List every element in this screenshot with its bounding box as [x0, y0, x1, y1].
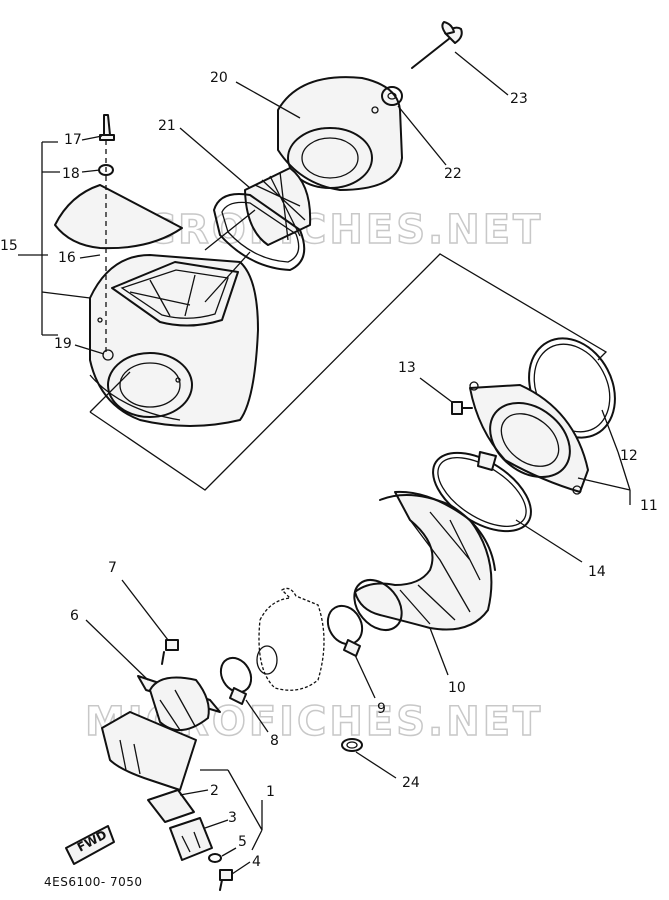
callout-1: 1	[266, 784, 275, 800]
group-outline	[89, 253, 608, 491]
callout-3: 3	[228, 810, 237, 826]
callout-16: 16	[58, 250, 76, 266]
callout-24: 24	[402, 775, 420, 791]
part-17-screw	[99, 114, 115, 141]
part-10-intake-boot	[353, 490, 496, 676]
diagram-code: 4ES6100- 7050	[44, 875, 143, 889]
bracket-15	[18, 141, 60, 336]
callout-20: 20	[210, 70, 228, 86]
callout-12: 12	[620, 448, 638, 464]
part-23-bolt	[411, 21, 509, 96]
callout-14: 14	[588, 564, 606, 580]
part-5-washer	[208, 847, 237, 863]
part-24-clip	[341, 738, 397, 779]
bracket-11	[577, 451, 631, 505]
part-20-filter-cover	[235, 76, 403, 191]
carburetor-outline	[256, 587, 325, 691]
callout-6: 6	[70, 608, 79, 624]
part-6-reed-valve	[85, 619, 221, 731]
part-15-air-box	[89, 254, 259, 427]
part-9-hose-clamp	[326, 604, 376, 699]
callout-15: 15	[0, 238, 18, 254]
callout-5: 5	[238, 834, 247, 850]
callout-9: 9	[377, 701, 386, 717]
part-2-reed-petal	[147, 789, 209, 823]
part-22-washer	[381, 86, 447, 166]
callout-10: 10	[448, 680, 466, 696]
callout-23: 23	[510, 91, 528, 107]
part-21-filter-element	[179, 127, 312, 271]
callout-2: 2	[210, 783, 219, 799]
callout-18: 18	[62, 166, 80, 182]
callout-4: 4	[252, 854, 261, 870]
callout-8: 8	[270, 733, 279, 749]
callout-13: 13	[398, 360, 416, 376]
part-16-cover-plate	[54, 184, 183, 250]
callout-11: 11	[640, 498, 658, 514]
callout-7: 7	[108, 560, 117, 576]
reed-block	[101, 711, 197, 791]
part-4-screw	[219, 861, 251, 891]
part-3-reed-stopper	[169, 817, 229, 861]
part-13-bolt	[419, 377, 473, 415]
part-7-bolt	[121, 579, 179, 665]
part-8-hose-clamp	[219, 656, 269, 733]
callout-17: 17	[64, 132, 82, 148]
callout-19: 19	[54, 336, 72, 352]
callout-21: 21	[158, 118, 176, 134]
fwd-arrow: FWD	[65, 825, 115, 865]
bracket-1	[227, 769, 263, 851]
callout-22: 22	[444, 166, 462, 182]
part-11-flange	[469, 381, 589, 495]
